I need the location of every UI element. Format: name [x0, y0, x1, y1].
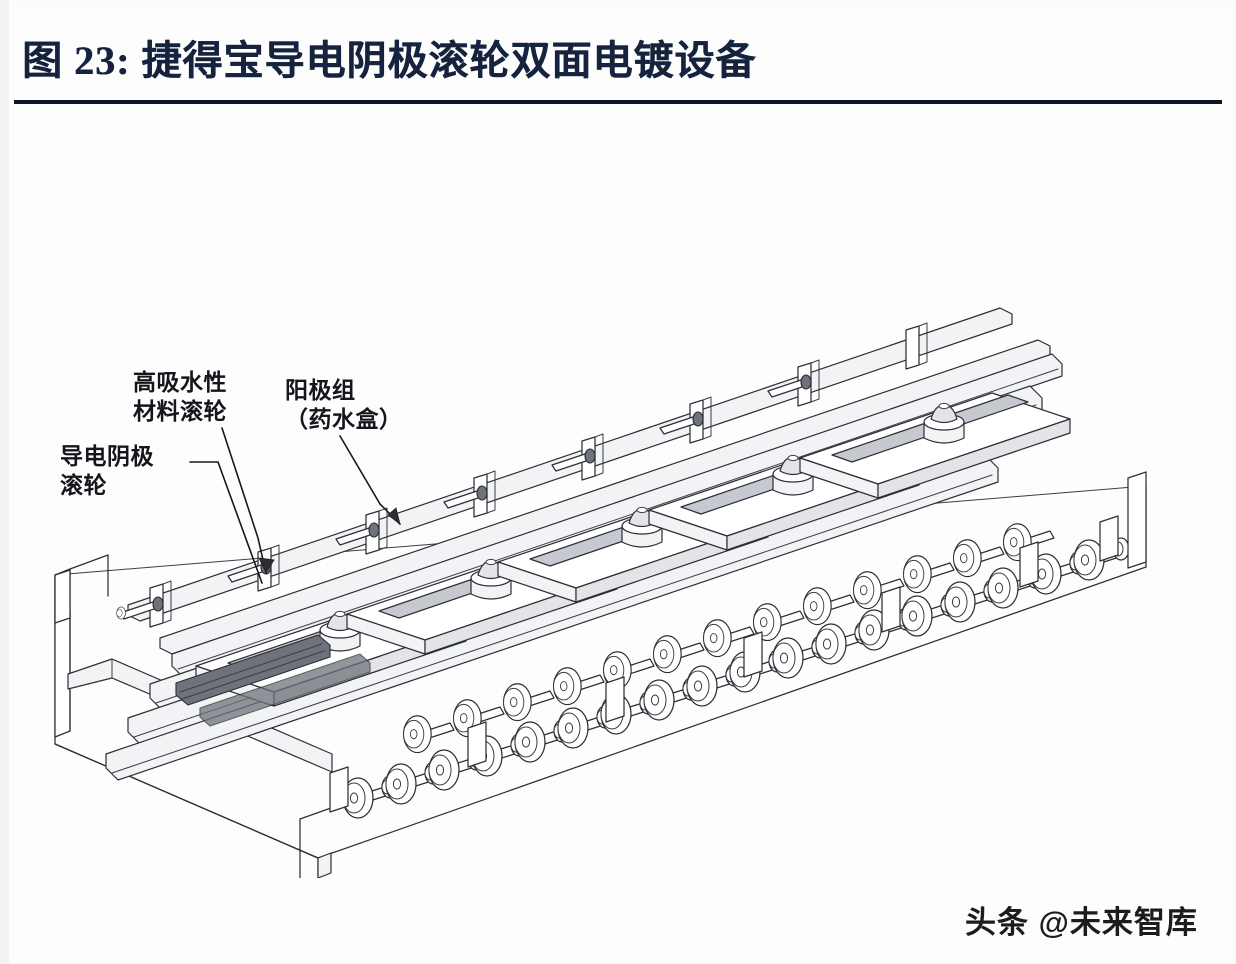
figure-title: 图 23: 捷得宝导电阴极滚轮双面电镀设备 [22, 38, 757, 83]
equipment-diagram: .ln { fill:none; stroke:#2d2f36; stroke-… [0, 118, 1236, 878]
page-edge-left [0, 0, 9, 964]
rear-post-row [116, 307, 1051, 655]
absorbent-roller-highlight [175, 634, 371, 727]
page-edge-right [1230, 0, 1236, 964]
annotation-anode-group: 阳极组 （药水盒） [285, 378, 403, 433]
upper-sprocket-row [402, 523, 1055, 754]
isometric-machine-drawing: .ln { fill:none; stroke:#2d2f36; stroke-… [54, 307, 1147, 878]
figure-header: 图 23: 捷得宝导电阴极滚轮双面电镀设备 [0, 28, 1236, 110]
annotation-absorbent-roller: 高吸水性 材料滚轮 [133, 370, 227, 425]
header-divider-rule [14, 100, 1222, 104]
annotation-conductive-cathode-roller: 导电阴极 滚轮 [60, 444, 154, 499]
annotation-leaders [189, 427, 401, 584]
page-edge-top [0, 0, 1236, 6]
roller-row-rear [171, 353, 1063, 677]
front-support-brackets [329, 515, 1119, 813]
watermark: 头条 @未来智库 [965, 905, 1198, 940]
right-end-upright [1127, 471, 1147, 569]
leader-arrow-anode [387, 507, 401, 525]
leader-arrow-absorbent [258, 557, 275, 574]
leader-anode-group [339, 435, 401, 525]
leader-cathode-roller [189, 461, 263, 584]
rear-roller-stubs [116, 374, 812, 620]
